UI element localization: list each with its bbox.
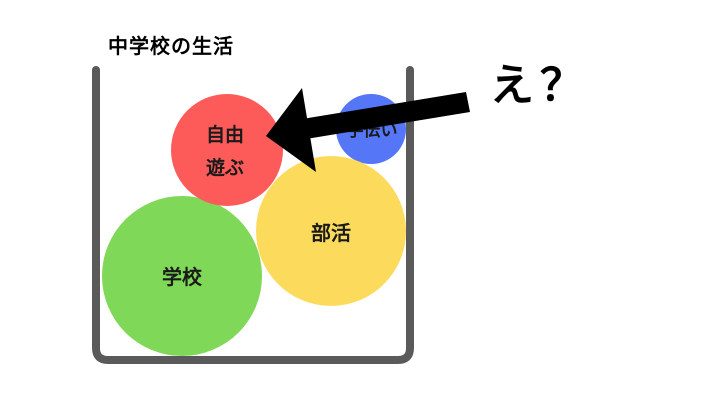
circle-jiyu — [171, 94, 283, 206]
arrow-shaft — [296, 92, 470, 140]
page-title: 中学校の生活 — [108, 34, 234, 58]
pointer-arrow — [266, 88, 470, 172]
jar-outline — [92, 66, 414, 364]
label-jiyu-line2: 遊ぶ — [206, 156, 244, 179]
label-gakko: 学校 — [162, 265, 203, 289]
label-jiyu-line1: 自由 — [206, 123, 244, 146]
exclamation-text: え？ — [490, 60, 590, 111]
circle-bukatsu — [256, 156, 406, 306]
label-bukatsu: 部活 — [311, 221, 351, 245]
arrow-head — [266, 88, 316, 172]
circle-gakko — [102, 196, 262, 356]
